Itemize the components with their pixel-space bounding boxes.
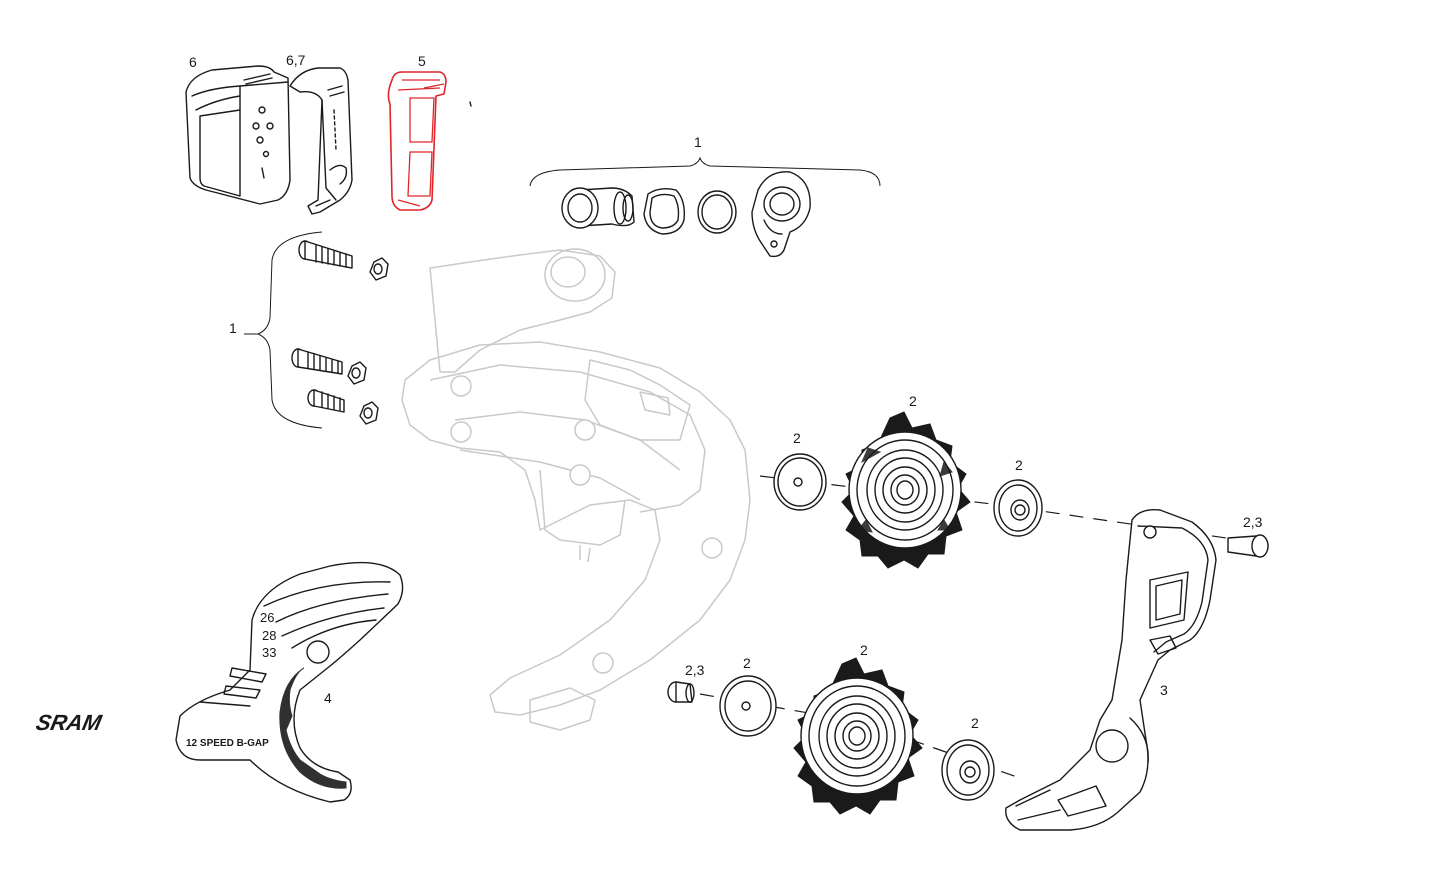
battery-clip-part (289, 67, 353, 215)
lower-pulley-bolt (667, 681, 695, 703)
o-ring-part (697, 190, 737, 234)
callout-4: 4 (324, 690, 332, 706)
lower-jockey-wheel (793, 657, 923, 815)
upper-pulley-bolt (1227, 534, 1269, 558)
callout-5: 5 (418, 53, 426, 69)
battery-part-highlighted (387, 71, 447, 211)
bracket-top (529, 156, 881, 187)
limit-screw-middle (291, 348, 367, 385)
upper-pulley-cover-right (993, 479, 1043, 537)
cage-lock-part (751, 171, 811, 258)
guide-brand-text: SRAM (34, 710, 104, 735)
callout-6-7: 6,7 (286, 52, 306, 68)
guide-size-28: 28 (262, 628, 276, 643)
bushing-part (561, 187, 635, 229)
guide-speed-text: 12 SPEED B-GAP (186, 738, 269, 749)
lower-pulley-cover-left (719, 675, 777, 737)
inner-cage-plate (1005, 509, 1217, 831)
guide-size-33: 33 (262, 645, 276, 660)
callout-6: 6 (189, 54, 197, 70)
derailleur-body-ghost (401, 248, 751, 731)
limit-screw-upper (298, 240, 389, 281)
callout-1-left: 1 (229, 320, 237, 336)
callout-2-3-upper: 2,3 (1243, 514, 1263, 530)
callout-2-lower-cog: 2 (860, 642, 868, 658)
upper-jockey-wheel (841, 411, 971, 569)
callout-2-lower-washer: 2 (971, 715, 979, 731)
callout-1-top: 1 (694, 134, 702, 150)
tick-mark (469, 101, 472, 107)
upper-pulley-cover-left (773, 453, 827, 511)
guide-size-26: 26 (260, 610, 274, 625)
callout-2-upper-small: 2 (793, 430, 801, 446)
lower-pulley-cover-right (941, 739, 995, 801)
callout-2-lower-small: 2 (743, 655, 751, 671)
callout-2-upper-washer: 2 (1015, 457, 1023, 473)
seal-ring-part (643, 187, 686, 235)
callout-2-upper-cog: 2 (909, 393, 917, 409)
limit-screw-lower (307, 389, 379, 425)
callout-2-3-lower: 2,3 (685, 662, 705, 678)
callout-3: 3 (1160, 682, 1168, 698)
chain-gap-guide-part: SRAM 12 SPEED B-GAP 26 28 33 (34, 561, 404, 803)
battery-cover-part (185, 65, 291, 205)
